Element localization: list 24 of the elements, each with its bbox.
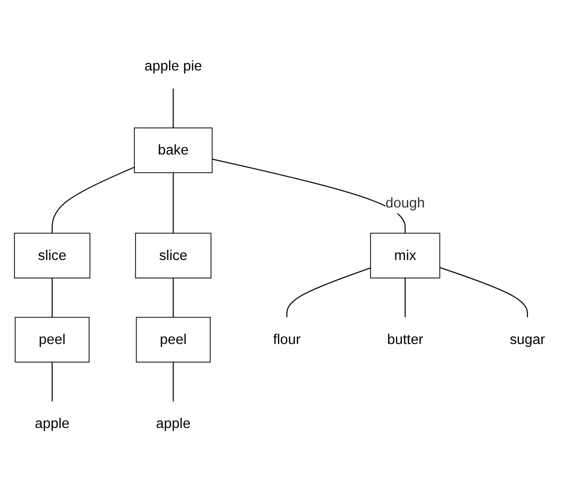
- connector: [286, 267, 371, 318]
- node-text: apple pie: [144, 58, 202, 74]
- node-box: mix: [370, 232, 440, 278]
- node-text: sugar: [510, 331, 546, 348]
- node-box: peel: [136, 316, 211, 363]
- connector: [172, 88, 174, 128]
- connector: [52, 278, 53, 318]
- node-text: flour: [273, 331, 301, 348]
- connector: [172, 172, 174, 234]
- node-box: peel: [14, 316, 90, 363]
- connector: [52, 362, 53, 402]
- connector: [440, 267, 528, 318]
- connector: [52, 166, 135, 234]
- edge-label: dough: [386, 194, 425, 210]
- node-text: butter: [387, 331, 424, 348]
- connector: [404, 278, 406, 318]
- node-text: apple: [156, 416, 191, 432]
- connector: [212, 158, 406, 234]
- node-text: apple: [34, 416, 70, 432]
- node-box: slice: [135, 232, 212, 278]
- connector: [172, 362, 174, 402]
- node-box: bake: [134, 127, 213, 174]
- connector: [172, 278, 174, 318]
- node-box: slice: [14, 232, 90, 278]
